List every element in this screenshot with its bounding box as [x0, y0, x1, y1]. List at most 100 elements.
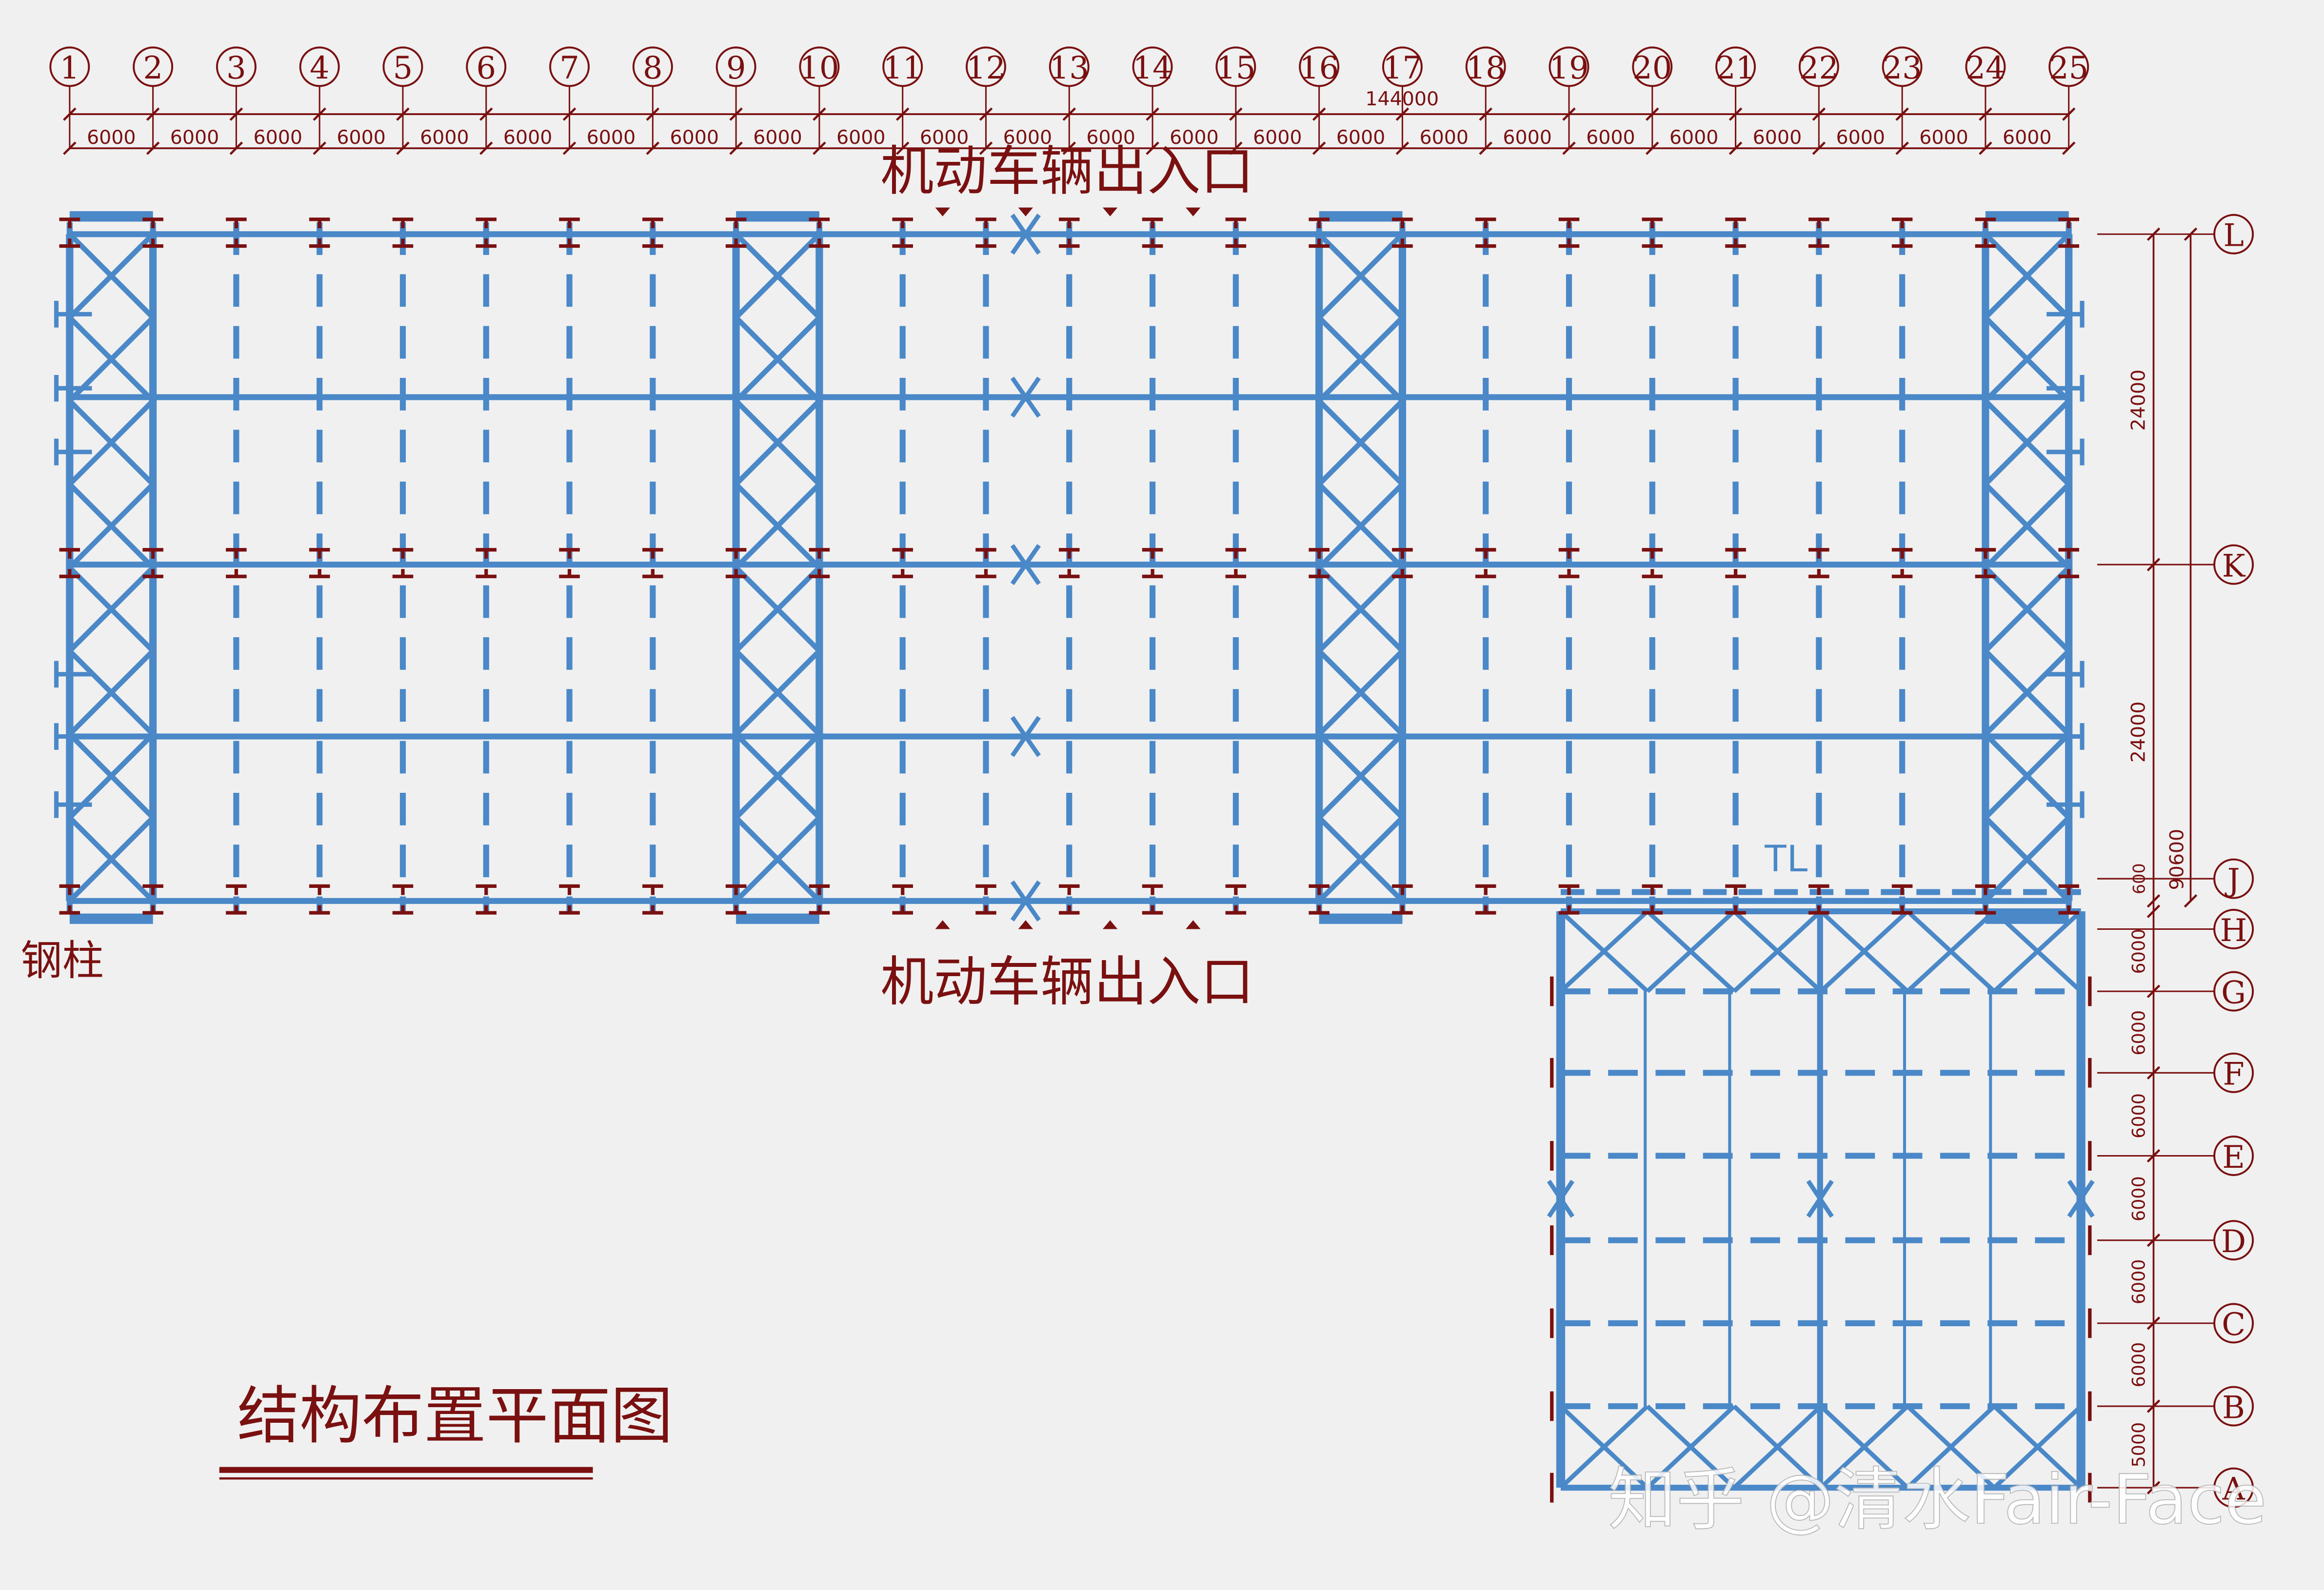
dimension-tick: [1395, 107, 1410, 121]
annex-x-brace: [1559, 909, 1649, 993]
x-brace: [68, 232, 155, 319]
dimension-tick: [1312, 141, 1326, 155]
dimension-tick: [813, 107, 826, 121]
axis-label-9: 9: [726, 50, 746, 86]
dimension-tick: [1479, 107, 1492, 121]
dimension-tick: [2062, 107, 2076, 121]
axis-label-5: 5: [393, 50, 413, 86]
x-brace: [734, 232, 821, 319]
axis-label-A: A: [2222, 1471, 2245, 1507]
axis-label-8: 8: [643, 50, 663, 86]
bay-dimension: 6000: [1669, 126, 1719, 149]
x-brace: [1984, 399, 2071, 486]
bay-dimension: 6000: [1003, 126, 1053, 149]
entrance-arrow: [1186, 920, 1201, 929]
bay-dimension: 6000: [1753, 126, 1802, 149]
annex-x-brace: [1559, 1404, 1649, 1490]
annex-span-fe: 6000: [2128, 1093, 2149, 1139]
x-brace: [734, 315, 821, 403]
bay-dimension: 6000: [1336, 126, 1386, 149]
dimension-tick: [1479, 141, 1492, 155]
axis-label-22: 22: [1799, 50, 1839, 86]
dimension-tick: [1062, 107, 1076, 121]
total-width-dimension: 144000: [1365, 88, 1439, 110]
axis-label-14: 14: [1132, 50, 1172, 86]
x-mark: [1547, 1179, 1575, 1218]
axis-label-15: 15: [1216, 50, 1255, 86]
bay-dimension: 6000: [2003, 126, 2052, 149]
annex-span-cb: 6000: [2128, 1342, 2149, 1388]
dimension-tick: [313, 141, 326, 155]
dimension-tick: [2146, 1149, 2161, 1163]
x-brace: [734, 482, 821, 569]
x-mark: [1010, 716, 1041, 757]
x-brace: [1317, 649, 1405, 736]
dimension-tick: [146, 141, 160, 155]
axis-label-4: 4: [310, 50, 330, 86]
dimension-tick: [979, 141, 993, 155]
x-brace: [1317, 399, 1405, 486]
dimension-tick: [1646, 141, 1659, 155]
axis-label-11: 11: [883, 50, 922, 86]
x-brace: [1984, 566, 2071, 653]
x-brace: [1984, 315, 2071, 403]
x-brace: [1317, 566, 1405, 653]
entrance-label-top: 机动车辆出入口: [880, 140, 1254, 202]
axis-label-C: C: [2222, 1307, 2245, 1343]
steel-column-label: 钢柱: [21, 937, 104, 985]
dimension-tick: [646, 141, 660, 155]
x-brace: [734, 732, 821, 820]
bay-dimension: 6000: [170, 126, 219, 149]
dimension-tick: [1646, 107, 1659, 121]
watermark-text: 知乎 @清水Fair-Face: [1608, 1460, 2266, 1539]
annex-dimensions: 6000 6000 6000 6000 6000 6000 5000: [2128, 929, 2149, 1468]
axis-label-12: 12: [966, 50, 1006, 86]
axis-label-23: 23: [1883, 50, 1922, 86]
x-mark: [1010, 544, 1041, 586]
x-mark: [2067, 1179, 2095, 1218]
x-brace: [68, 649, 155, 736]
axis-label-3: 3: [226, 50, 246, 86]
axis-label-7: 7: [559, 50, 579, 86]
dimension-tick: [1562, 107, 1576, 121]
entrance-label-bottom: 机动车辆出入口: [880, 950, 1254, 1013]
axis-label-E: E: [2222, 1139, 2245, 1176]
dimension-tick: [396, 107, 410, 121]
x-mark: [1806, 1179, 1834, 1218]
axis-label-1: 1: [60, 50, 80, 86]
dimension-tick: [396, 141, 410, 155]
annex-x-brace: [1646, 1404, 1736, 1490]
x-brace: [734, 649, 821, 736]
x-brace: [1984, 232, 2071, 319]
dimension-tick: [1728, 141, 1743, 155]
dimension-tick: [229, 141, 243, 155]
x-mark: [1010, 376, 1041, 418]
x-mark: [1010, 880, 1041, 922]
axis-label-K: K: [2222, 548, 2246, 584]
dimension-tick: [1312, 107, 1326, 121]
dimension-tick: [2146, 1066, 2161, 1080]
axis-label-24: 24: [1966, 50, 2005, 86]
title-underline-thick: [219, 1467, 593, 1473]
drawing-title: 结构布置平面图: [237, 1380, 673, 1453]
entrance-arrow: [1102, 207, 1118, 216]
dimension-tick: [1895, 107, 1909, 121]
bay-dimension: 6000: [1836, 126, 1885, 149]
x-brace: [1984, 816, 2071, 903]
dimension-tick: [2146, 1481, 2161, 1494]
span-kj-dimension: 24000: [2127, 702, 2149, 763]
x-brace: [1317, 232, 1405, 319]
dimension-tick: [2146, 558, 2161, 571]
axis-label-18: 18: [1466, 50, 1506, 86]
dimension-tick: [2184, 894, 2198, 908]
x-brace: [734, 399, 821, 486]
dimension-tick: [1062, 141, 1076, 155]
dimension-tick: [1979, 107, 1992, 121]
dimension-tick: [562, 107, 576, 121]
dimension-tick: [229, 107, 243, 121]
x-brace: [734, 816, 821, 903]
bay-dimension: 6000: [254, 126, 303, 149]
tie-beam-label: TL: [1764, 836, 1808, 880]
bay-dimension: 6000: [1503, 126, 1552, 149]
